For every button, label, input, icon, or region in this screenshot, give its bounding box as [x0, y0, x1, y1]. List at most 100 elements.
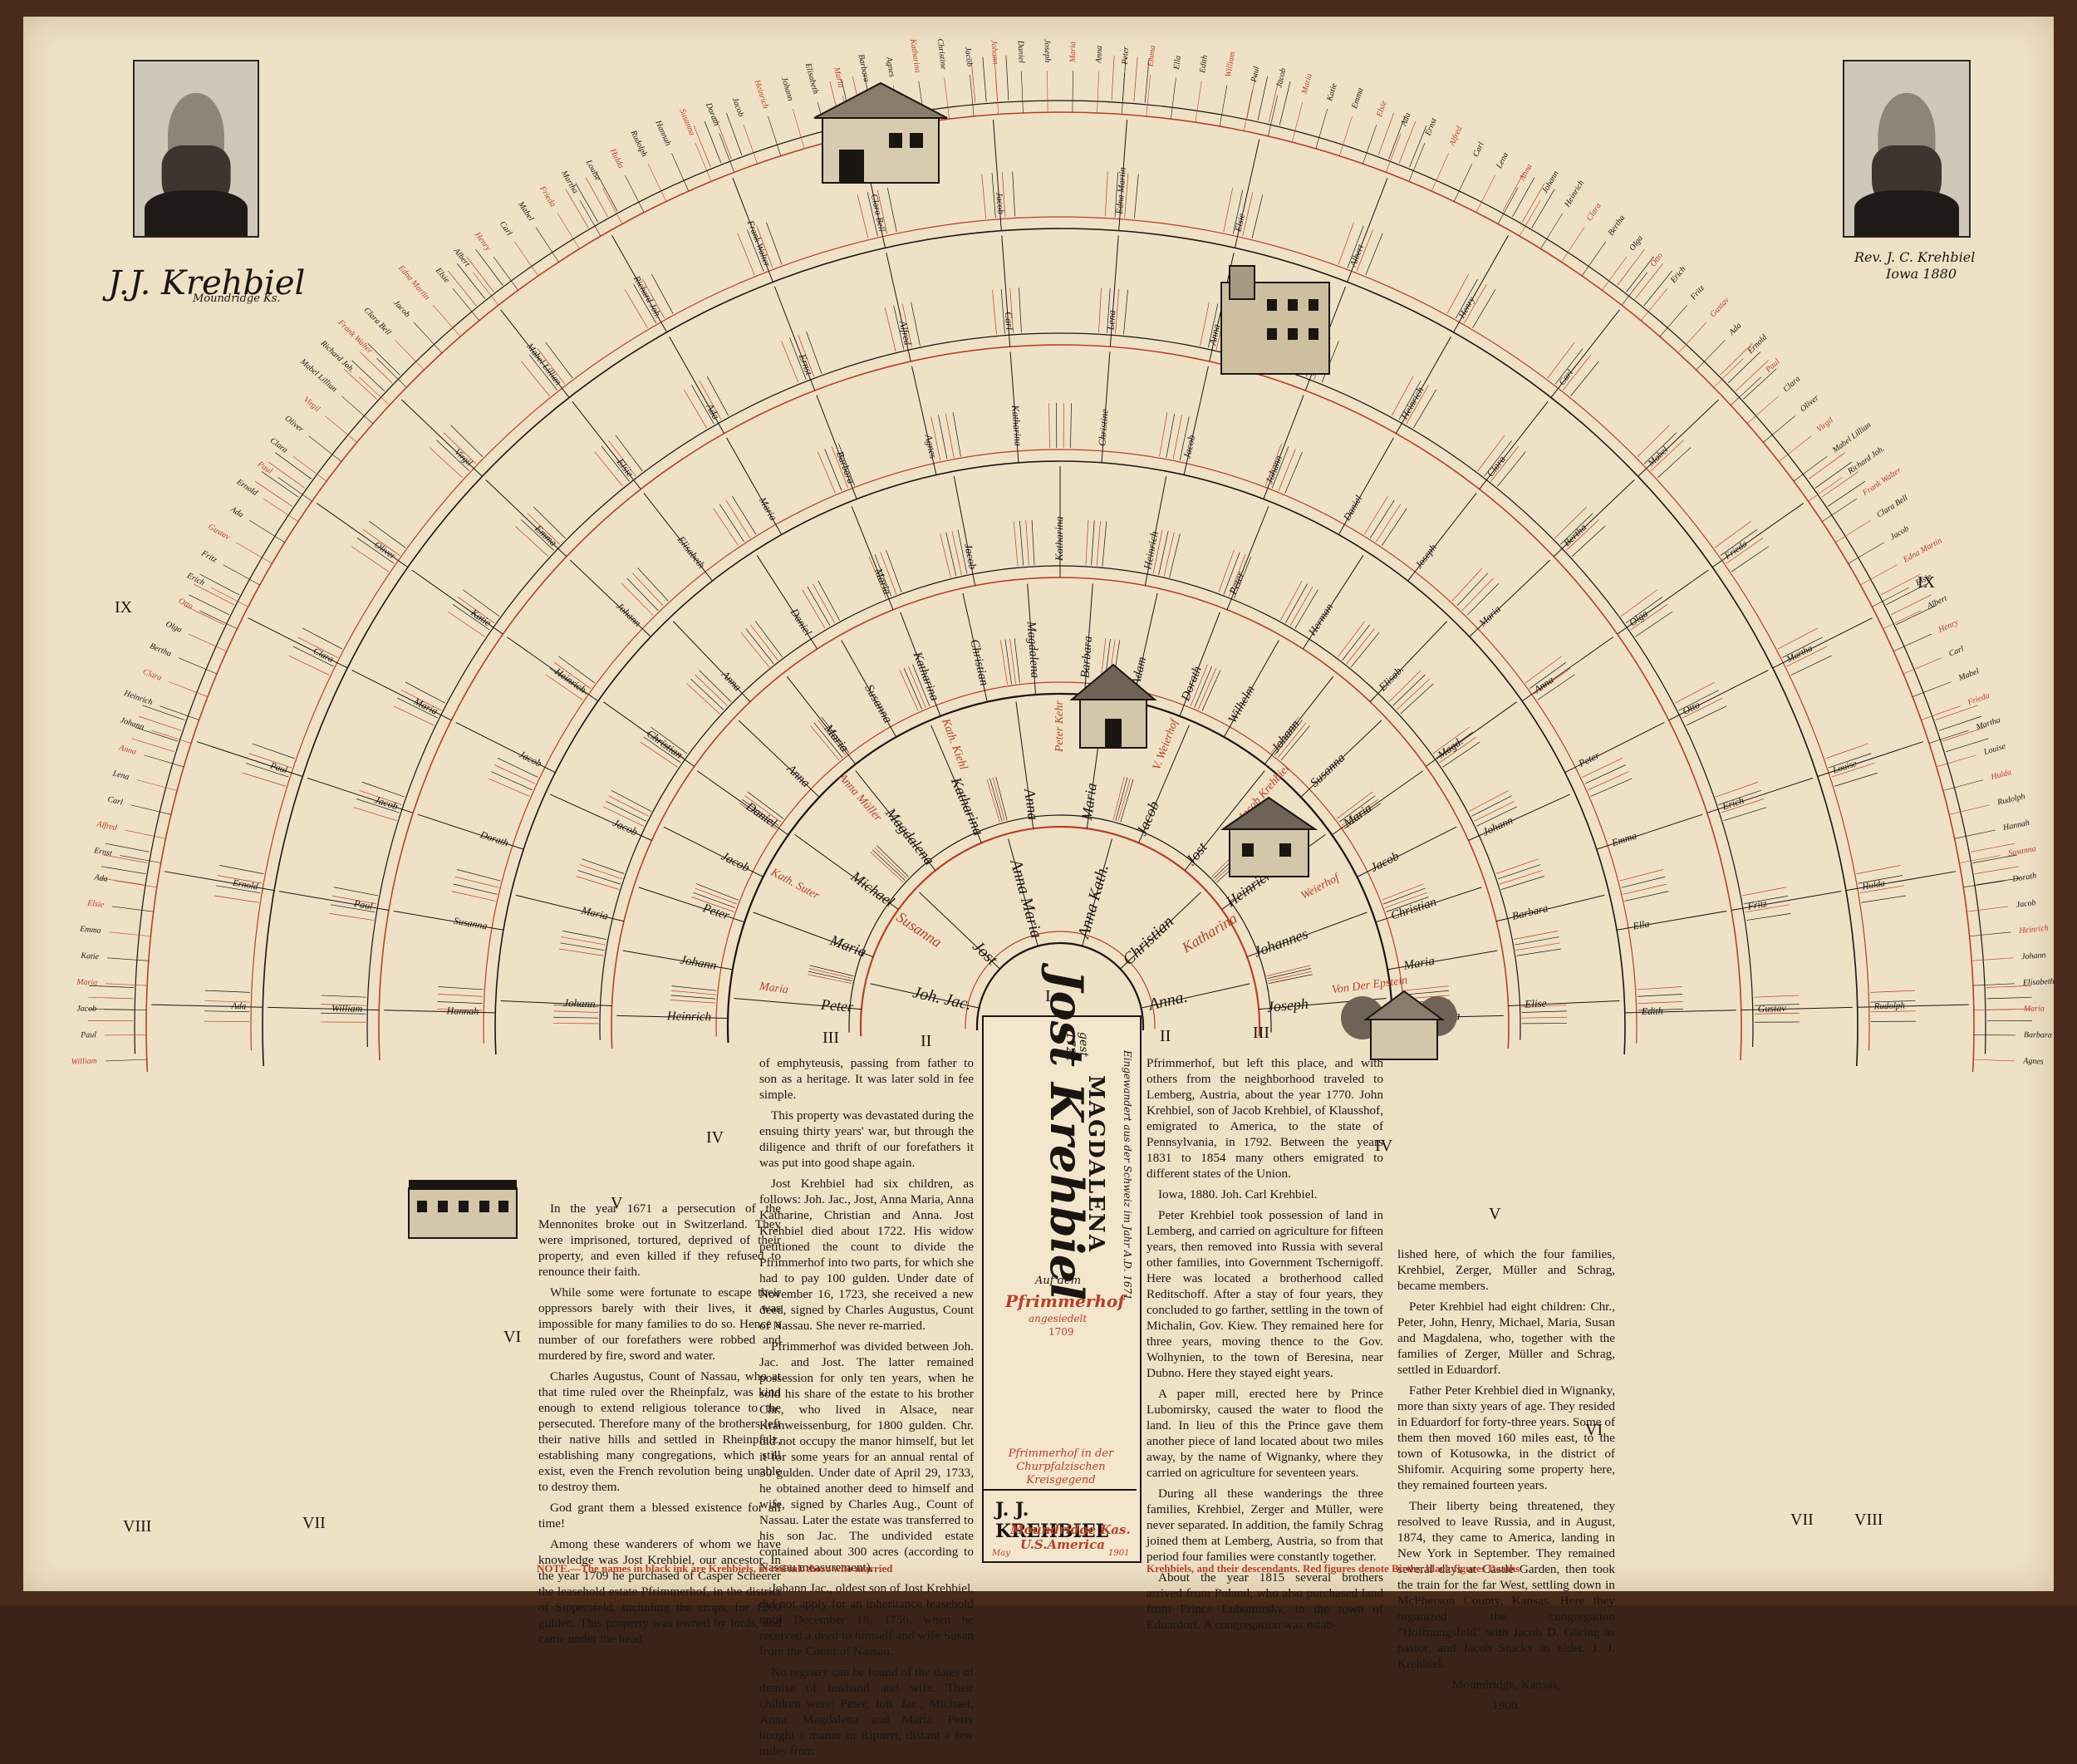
tree-branch-line: [1105, 172, 1107, 217]
generation-label-III-left: III: [822, 1029, 839, 1048]
person-name: Christian: [967, 638, 990, 687]
tree-branch-line: [236, 543, 272, 563]
tree-branch-line: [1742, 887, 1786, 896]
tree-branch-line: [351, 361, 384, 391]
descendant-name: Louise: [1982, 742, 2007, 758]
tree-branch-line: [1285, 452, 1303, 494]
person-name: Johann: [1269, 718, 1303, 755]
tree-branch-line: [268, 462, 305, 488]
person-name: Maria: [1078, 782, 1100, 822]
person-name: Emma: [1609, 829, 1638, 848]
tree-branch-line: [262, 472, 298, 498]
tree-branch-line: [139, 716, 181, 730]
descendant-name: Maria: [2023, 1005, 2045, 1014]
person-name: Johannes: [1251, 925, 1310, 960]
tree-branch-line: [632, 573, 663, 606]
tree-branch-line: [169, 682, 208, 697]
tree-branch-line: [793, 109, 804, 149]
history-date: 1900.: [1397, 1698, 1615, 1713]
person-name: Maria: [1476, 603, 1503, 630]
descendant-name: Anna: [117, 743, 137, 757]
tree-branch-line: [813, 584, 834, 623]
person-name: Christian: [1389, 896, 1438, 923]
tree-branch-line: [110, 932, 151, 936]
tree-branch-line: [1585, 765, 1626, 784]
descendant-name: Paul: [80, 1030, 96, 1039]
person-name: Maria: [757, 494, 779, 523]
history-text-middle: of emphyteusis, passing from father to s…: [759, 1055, 974, 1764]
tree-branch-line: [810, 966, 853, 976]
generation-label-IV-left: IV: [706, 1128, 724, 1147]
person-name: Albert: [1348, 243, 1366, 269]
descendant-name: Elsie: [86, 898, 106, 910]
tree-branch-line: [414, 322, 442, 353]
right-portrait-caption-place: Iowa 1880: [1886, 266, 1957, 282]
tree-branch-line: [875, 848, 907, 878]
descendant-name: Oliver: [1799, 393, 1821, 414]
tree-branch-line: [1285, 584, 1307, 623]
descendant-name: Olga: [164, 620, 184, 635]
person-name: Elsie: [1233, 213, 1247, 233]
tree-branch-line: [125, 830, 165, 838]
spouse-name: Kath. Kiehl: [939, 716, 970, 772]
tree-branch-line: [189, 595, 228, 615]
descendant-name: Alfred: [96, 819, 119, 833]
generation-ring-arc: [600, 566, 1520, 1040]
descendant-name: Frank Walter: [336, 317, 375, 356]
person-name: Rudolph: [1873, 1000, 1906, 1011]
tree-branch-line: [1582, 242, 1606, 276]
descendant-name: Jacob: [963, 47, 974, 67]
descendant-name: Maria: [1068, 42, 1078, 63]
person-name: Peter: [819, 996, 855, 1015]
tree-branch-line: [179, 658, 217, 674]
tree-branch-line: [1099, 287, 1102, 332]
tree-branch-line: [1728, 352, 1760, 383]
descendant-name: Edith: [1198, 55, 1210, 75]
tree-branch-line: [818, 581, 840, 620]
tree-branch-line: [559, 949, 603, 956]
descendant-name: Clara Bell: [1875, 494, 1910, 520]
tree-branch-line: [1382, 884, 1423, 901]
tree-branch-line: [1166, 414, 1175, 458]
descendant-name: Emma: [79, 925, 102, 936]
descendant-name: Heinrich: [752, 78, 770, 110]
person-name: Ada: [230, 1001, 246, 1011]
person-name: Heinrich: [552, 665, 588, 695]
person-name: Lena: [1105, 310, 1118, 332]
tree-branch-line: [952, 531, 962, 575]
tree-branch-line: [1588, 772, 1628, 790]
descendant-name: Christine: [935, 38, 949, 71]
descendant-name: William: [71, 1057, 97, 1067]
tree-branch-line: [1351, 632, 1379, 667]
tree-branch-line: [1121, 779, 1133, 823]
tree-branch-line: [334, 887, 378, 896]
descendant-name: Martha: [559, 169, 580, 195]
tree-branch-line: [1279, 450, 1295, 491]
banner-farm-note: angesiedelt: [1029, 1313, 1087, 1324]
tree-branch-line: [1397, 679, 1429, 710]
person-name: Anna Maria: [1006, 856, 1046, 940]
person-name: Katharina: [910, 650, 940, 703]
tree-branch-line: [89, 997, 134, 999]
tree-branch-line: [1860, 565, 1897, 585]
history-paragraph: Pfrimmerhof was divided between Joh. Jac…: [759, 1339, 974, 1575]
tree-branch-line: [993, 290, 997, 335]
tree-branch-line: [1159, 531, 1169, 575]
tree-branch-line: [1047, 71, 1048, 112]
tree-branch-line: [1086, 520, 1088, 565]
tree-branch-line: [995, 73, 998, 115]
person-name: Katharina: [1009, 404, 1024, 446]
history-paragraph: God grant them a blessed existence for a…: [538, 1500, 781, 1531]
person-name: Jost: [969, 937, 1001, 969]
person-name: Mabel Lillian: [524, 341, 563, 387]
tree-branch-line: [489, 779, 530, 796]
person-name: Ada: [704, 400, 722, 421]
tree-branch-line: [945, 77, 950, 119]
tree-branch-line: [1970, 932, 2011, 936]
descendant-name: Albert: [1925, 594, 1948, 612]
descendant-name: Hannah: [2001, 818, 2030, 833]
tree-branch-line: [1835, 520, 1870, 542]
tree-branch-line: [1097, 521, 1100, 566]
tree-branch-line: [106, 1059, 147, 1061]
descendant-name: Emma: [1350, 86, 1366, 111]
